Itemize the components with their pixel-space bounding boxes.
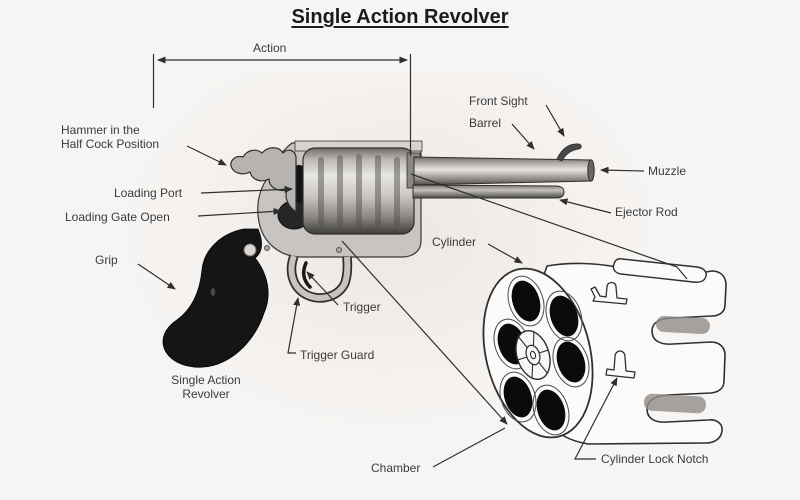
leader-front-sight [545,104,565,137]
revolver-gun [162,140,595,368]
caption-single-action-revolver: Single Action Revolver [171,373,241,401]
trigger-shape [301,261,312,289]
barrel-shape [413,156,592,186]
front-sight-shape [556,143,582,162]
grip-shape [162,228,269,368]
leader-ejector-rod [559,198,612,214]
leader-chamber [432,427,506,468]
gun-cylinder-flutes [318,154,400,230]
flute-shading-lower [643,393,706,414]
leader-trigger [306,271,339,306]
connector-chamber [341,240,508,425]
leader-loading-gate [197,207,282,217]
page-title: Single Action Revolver [291,6,509,28]
leader-lines [137,54,688,468]
leader-barrel [511,123,535,150]
chamber-holes [493,275,590,436]
label-chamber: Chamber [371,461,421,475]
ejector-rod-housing [412,184,565,199]
leader-trigger-guard [287,297,301,354]
label-front-sight: Front Sight [469,94,528,108]
flute-shading-upper [656,316,710,334]
label-action: Action [253,41,287,55]
leader-grip [137,263,176,290]
label-cylinder: Cylinder [432,235,477,249]
cylinder-top-rib [612,258,707,283]
cylinder-hub [515,330,551,380]
lock-notch-upper [590,281,628,305]
grip-screw [209,287,217,297]
cylinder-detail [482,258,727,445]
label-trigger-guard: Trigger Guard [300,348,375,362]
connector-cylinder-body [410,173,688,280]
lock-notch-lower [605,350,636,379]
label-loading-gate: Loading Gate Open [65,210,170,224]
trigger-guard-inner [288,254,351,301]
leader-loading-port [200,185,293,194]
grip-medallion [243,243,257,257]
label-grip: Grip [95,253,118,267]
frame-screw-left [263,244,270,251]
label-trigger: Trigger [343,300,381,314]
leader-muzzle [600,166,645,174]
frame-screw-right [335,246,342,253]
label-ejector-rod: Ejector Rod [615,205,678,219]
label-barrel: Barrel [469,116,502,130]
leader-lock-notch [574,377,618,460]
muzzle-face [587,159,595,182]
label-loading-port: Loading Port [114,186,183,200]
label-cylinder-lock-notch: Cylinder Lock Notch [601,452,709,466]
label-muzzle: Muzzle [648,164,687,178]
label-hammer: Hammer in the Half Cock Position [61,123,160,151]
leader-hammer [186,145,227,166]
leader-cylinder [487,243,523,264]
